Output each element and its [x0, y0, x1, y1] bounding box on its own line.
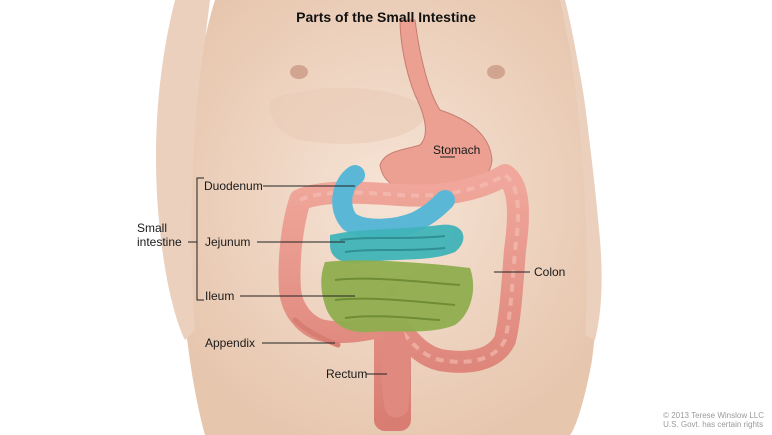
copyright-credit: © 2013 Terese Winslow LLC U.S. Govt. has…	[663, 411, 764, 429]
ileum-organ	[321, 260, 474, 333]
rectum-label: Rectum	[326, 367, 368, 381]
leader-lines	[188, 156, 530, 375]
duodenum-label: Duodenum	[204, 179, 263, 193]
small-intestine-label: Small intestine	[137, 221, 182, 249]
small-intestine-label-line2: intestine	[137, 235, 182, 249]
stomach-label: Stomach	[433, 143, 481, 157]
appendix-label: Appendix	[205, 336, 256, 350]
credit-line1: © 2013 Terese Winslow LLC	[663, 411, 764, 420]
jejunum-label: Jejunum	[205, 235, 251, 249]
page-title: Parts of the Small Intestine	[296, 9, 476, 25]
small-intestine-label-line1: Small	[137, 221, 168, 235]
colon-label: Colon	[534, 265, 566, 279]
duodenum-organ	[332, 165, 455, 239]
small-intestine-bracket	[196, 177, 204, 301]
credit-line2: U.S. Govt. has certain rights	[663, 420, 764, 429]
ileum-label: Ileum	[205, 289, 235, 303]
jejunum-organ	[330, 224, 464, 264]
torso	[155, 0, 602, 435]
